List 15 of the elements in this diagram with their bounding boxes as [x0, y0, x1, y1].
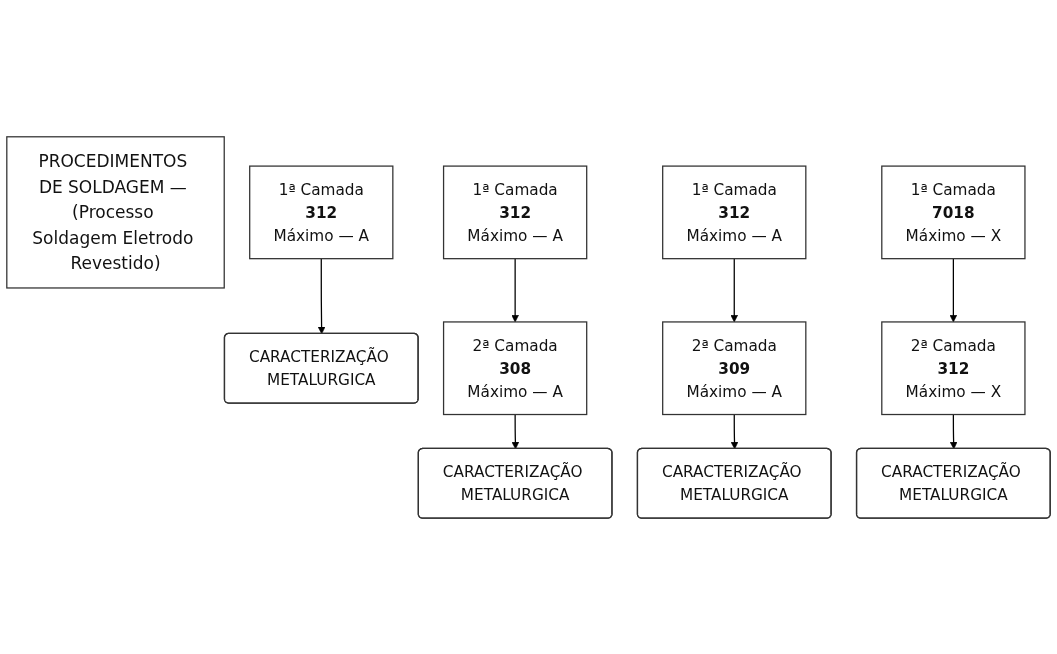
node-box: 2ª Camada 309 Máximo — A	[662, 320, 807, 415]
node-box: PROCEDIMENTOS DE SOLDAGEM — (Processo Soldagem Eletrodo Revestido)	[6, 135, 225, 289]
arrow	[730, 413, 739, 449]
arrow	[511, 257, 519, 322]
arrow	[730, 257, 738, 322]
node-box: 2ª Camada 312 Máximo — X	[881, 320, 1026, 415]
arrow	[949, 257, 958, 322]
arrow	[949, 413, 958, 449]
arrow	[317, 257, 326, 334]
node-box: 2ª Camada 308 Máximo — A	[442, 320, 588, 415]
node-box: 1ª Camada 312 Máximo — A	[249, 165, 394, 259]
node-box: 1ª Camada 312 Máximo — A	[442, 165, 588, 259]
node-box: 1ª Camada 7018 Máximo — X	[881, 165, 1026, 259]
arrow	[511, 413, 520, 449]
node-box: 1ª Camada 312 Máximo — A	[662, 165, 807, 259]
